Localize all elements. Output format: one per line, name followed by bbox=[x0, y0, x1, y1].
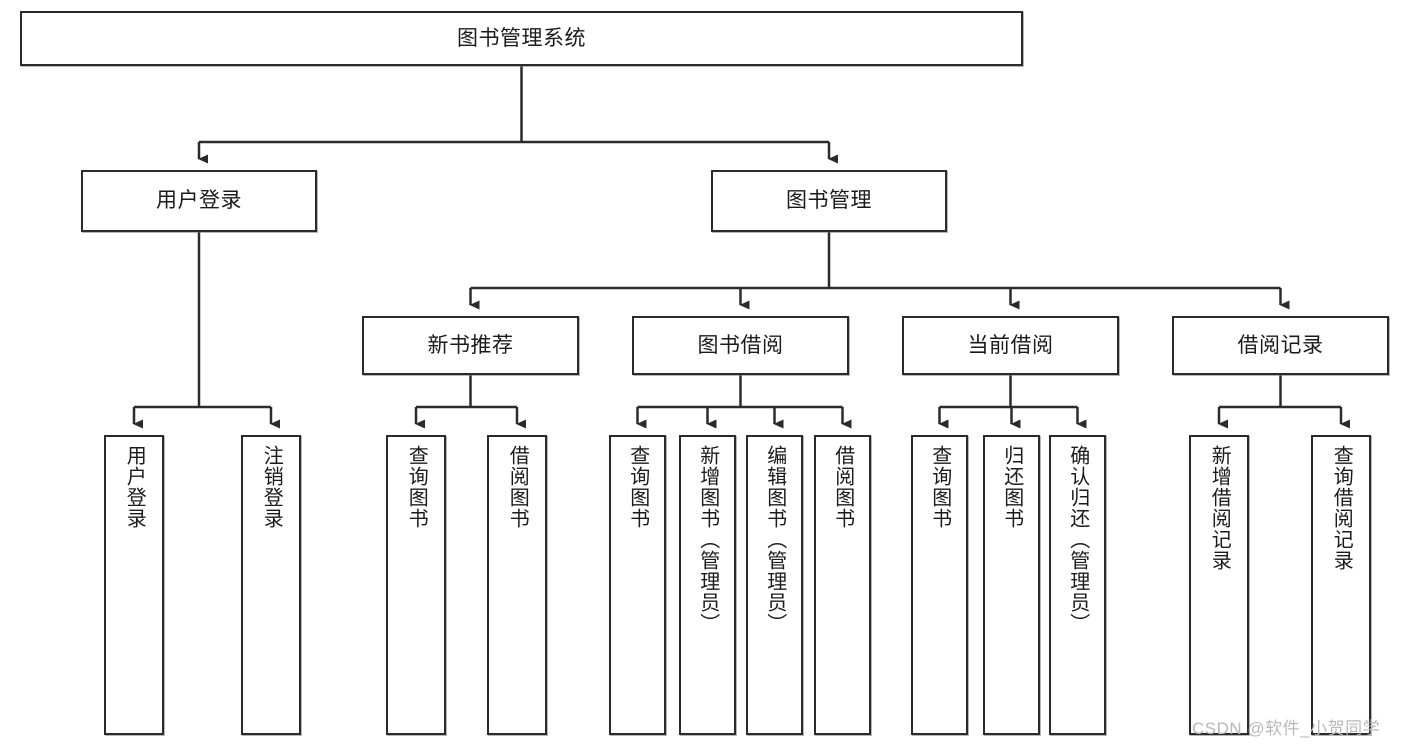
node-label-leaf-bb-edit: 编辑图书（管理员） bbox=[763, 445, 786, 634]
node-label-leaf-cb-confirm: 确认归还（管理员） bbox=[1066, 445, 1089, 634]
node-leaf-rec-borrow[interactable]: 借阅图书 bbox=[487, 435, 547, 735]
node-leaf-bb-edit[interactable]: 编辑图书（管理员） bbox=[746, 435, 803, 735]
node-label-book-borrow: 图书借阅 bbox=[697, 333, 784, 357]
node-leaf-cb-return[interactable]: 归还图书 bbox=[983, 435, 1040, 735]
node-current-borrow[interactable]: 当前借阅 bbox=[902, 316, 1119, 375]
node-borrow-record[interactable]: 借阅记录 bbox=[1172, 316, 1389, 375]
node-label-leaf-cb-return: 归还图书 bbox=[1000, 445, 1023, 529]
node-leaf-rec-query[interactable]: 查询图书 bbox=[386, 435, 446, 735]
node-label-user-login: 用户登录 bbox=[156, 189, 242, 213]
node-user-login[interactable]: 用户登录 bbox=[81, 170, 317, 232]
node-leaf-cb-query[interactable]: 查询图书 bbox=[911, 435, 968, 735]
node-label-current-borrow: 当前借阅 bbox=[967, 333, 1054, 357]
node-leaf-bb-add[interactable]: 新增图书（管理员） bbox=[679, 435, 736, 735]
node-label-leaf-bb-query: 查询图书 bbox=[626, 445, 649, 529]
node-label-root: 图书管理系统 bbox=[457, 26, 586, 50]
connector-edges bbox=[132, 66, 1350, 429]
node-label-leaf-rec-borrow: 借阅图书 bbox=[506, 445, 529, 529]
node-label-leaf-cb-query: 查询图书 bbox=[928, 445, 951, 529]
node-label-leaf-br-query: 查询借阅记录 bbox=[1330, 445, 1353, 571]
node-label-leaf-user-login: 用户登录 bbox=[123, 445, 146, 529]
node-label-leaf-bb-add: 新增图书（管理员） bbox=[696, 445, 719, 634]
node-leaf-cb-confirm[interactable]: 确认归还（管理员） bbox=[1049, 435, 1106, 735]
node-label-leaf-user-logout: 注销登录 bbox=[260, 445, 283, 529]
node-leaf-user-login[interactable]: 用户登录 bbox=[104, 435, 164, 735]
node-label-leaf-bb-borrow: 借阅图书 bbox=[831, 445, 854, 529]
node-leaf-user-logout[interactable]: 注销登录 bbox=[241, 435, 301, 735]
node-leaf-bb-query[interactable]: 查询图书 bbox=[609, 435, 666, 735]
node-leaf-br-add[interactable]: 新增借阅记录 bbox=[1189, 435, 1249, 735]
node-new-book-rec[interactable]: 新书推荐 bbox=[362, 316, 579, 375]
node-label-book-manage: 图书管理 bbox=[786, 189, 872, 213]
node-book-manage[interactable]: 图书管理 bbox=[711, 170, 947, 232]
node-book-borrow[interactable]: 图书借阅 bbox=[632, 316, 849, 375]
node-label-borrow-record: 借阅记录 bbox=[1237, 333, 1324, 357]
node-root[interactable]: 图书管理系统 bbox=[20, 11, 1023, 66]
node-leaf-br-query[interactable]: 查询借阅记录 bbox=[1311, 435, 1371, 735]
node-label-leaf-br-add: 新增借阅记录 bbox=[1208, 445, 1231, 571]
node-leaf-bb-borrow[interactable]: 借阅图书 bbox=[814, 435, 871, 735]
node-label-new-book-rec: 新书推荐 bbox=[427, 333, 514, 357]
node-label-leaf-rec-query: 查询图书 bbox=[405, 445, 428, 529]
